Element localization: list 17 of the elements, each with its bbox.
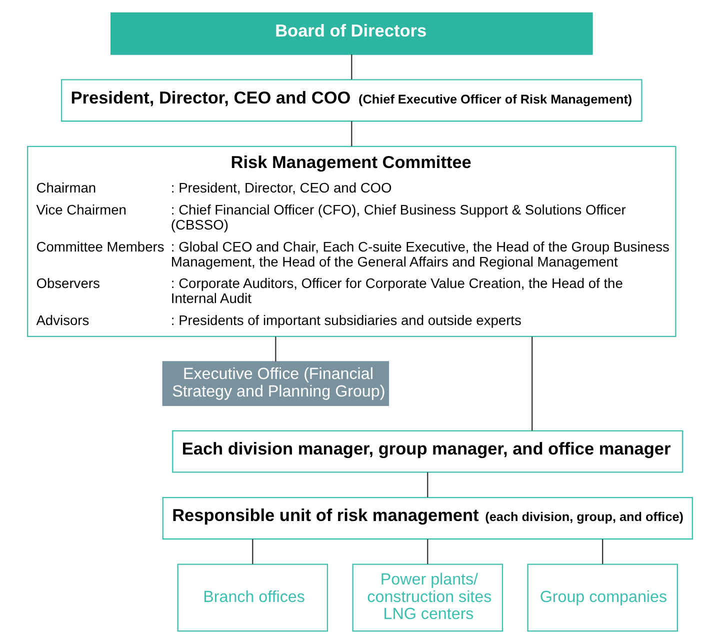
- node-box: President, Director, CEO and COO (Chief Executive Officer of Risk Management): [60, 79, 642, 122]
- node-box: Board of Directors: [110, 12, 593, 55]
- node-box: Group companies: [527, 564, 678, 632]
- node-box: Branch offices: [177, 564, 328, 632]
- connector: [351, 121, 352, 146]
- connector: [275, 336, 276, 362]
- node-box: Each division manager, group manager, and office manager: [172, 430, 684, 473]
- node-box: Executive Office (Financial Strategy and Planning Group): [162, 361, 390, 406]
- connector: [532, 336, 533, 431]
- connector: [351, 54, 352, 80]
- node-box: Power plants/ construction sites LNG centers: [352, 564, 504, 632]
- connector: [602, 539, 604, 564]
- connector: [427, 539, 428, 564]
- node-box: Responsible unit of risk management (each division, group, and office): [162, 496, 693, 540]
- connector: [252, 539, 254, 564]
- node-box: Risk Management Committee Chairman : President, Director, CEO and COO Vice Chairmen : Chief Financial Officer (CFO), Chief Business Support & Solutions Officer (CBSSO) Committee Members : Global CEO and Chair, Each C-suite Executive, the Head of the Group Business Management, the Head of the General Affairs and Regional Management Observers : Corporate Auditors, Officer for Corporate Value Creation, the Head of the Internal Audit Advisors : Presidents of important subsidiaries and outside experts: [27, 146, 676, 337]
- connector: [427, 472, 428, 498]
